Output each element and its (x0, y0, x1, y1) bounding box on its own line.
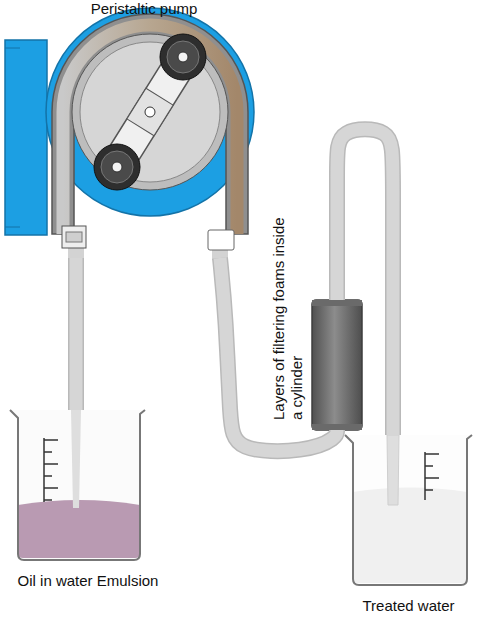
tube-group (337, 129, 393, 435)
treated-water-beaker (345, 435, 472, 585)
pump-fittings (62, 226, 234, 260)
tube (337, 129, 393, 435)
pump-body (5, 8, 254, 235)
part-label: Treated water (325, 597, 489, 615)
filter-cylinder (312, 300, 362, 430)
part-label: Oil in water Emulsion (0, 572, 178, 590)
pump-rotor (94, 34, 206, 190)
tube-group (76, 258, 77, 410)
rotated-label: Layers of filtering foams inside a cylin… (270, 216, 306, 420)
emulsion-beaker (10, 410, 145, 560)
cylinder-node: Layers of filtering foams inside a cylin… (312, 300, 362, 430)
tube (70, 258, 83, 410)
pump-node: Peristaltic pump (5, 22, 265, 258)
tube-outline (68, 258, 84, 410)
beaker-node: Oil in water Emulsion (10, 410, 145, 560)
tube-outline (337, 129, 393, 435)
beaker-node: Treated water (345, 435, 472, 585)
part-label: Peristaltic pump (23, 0, 265, 18)
